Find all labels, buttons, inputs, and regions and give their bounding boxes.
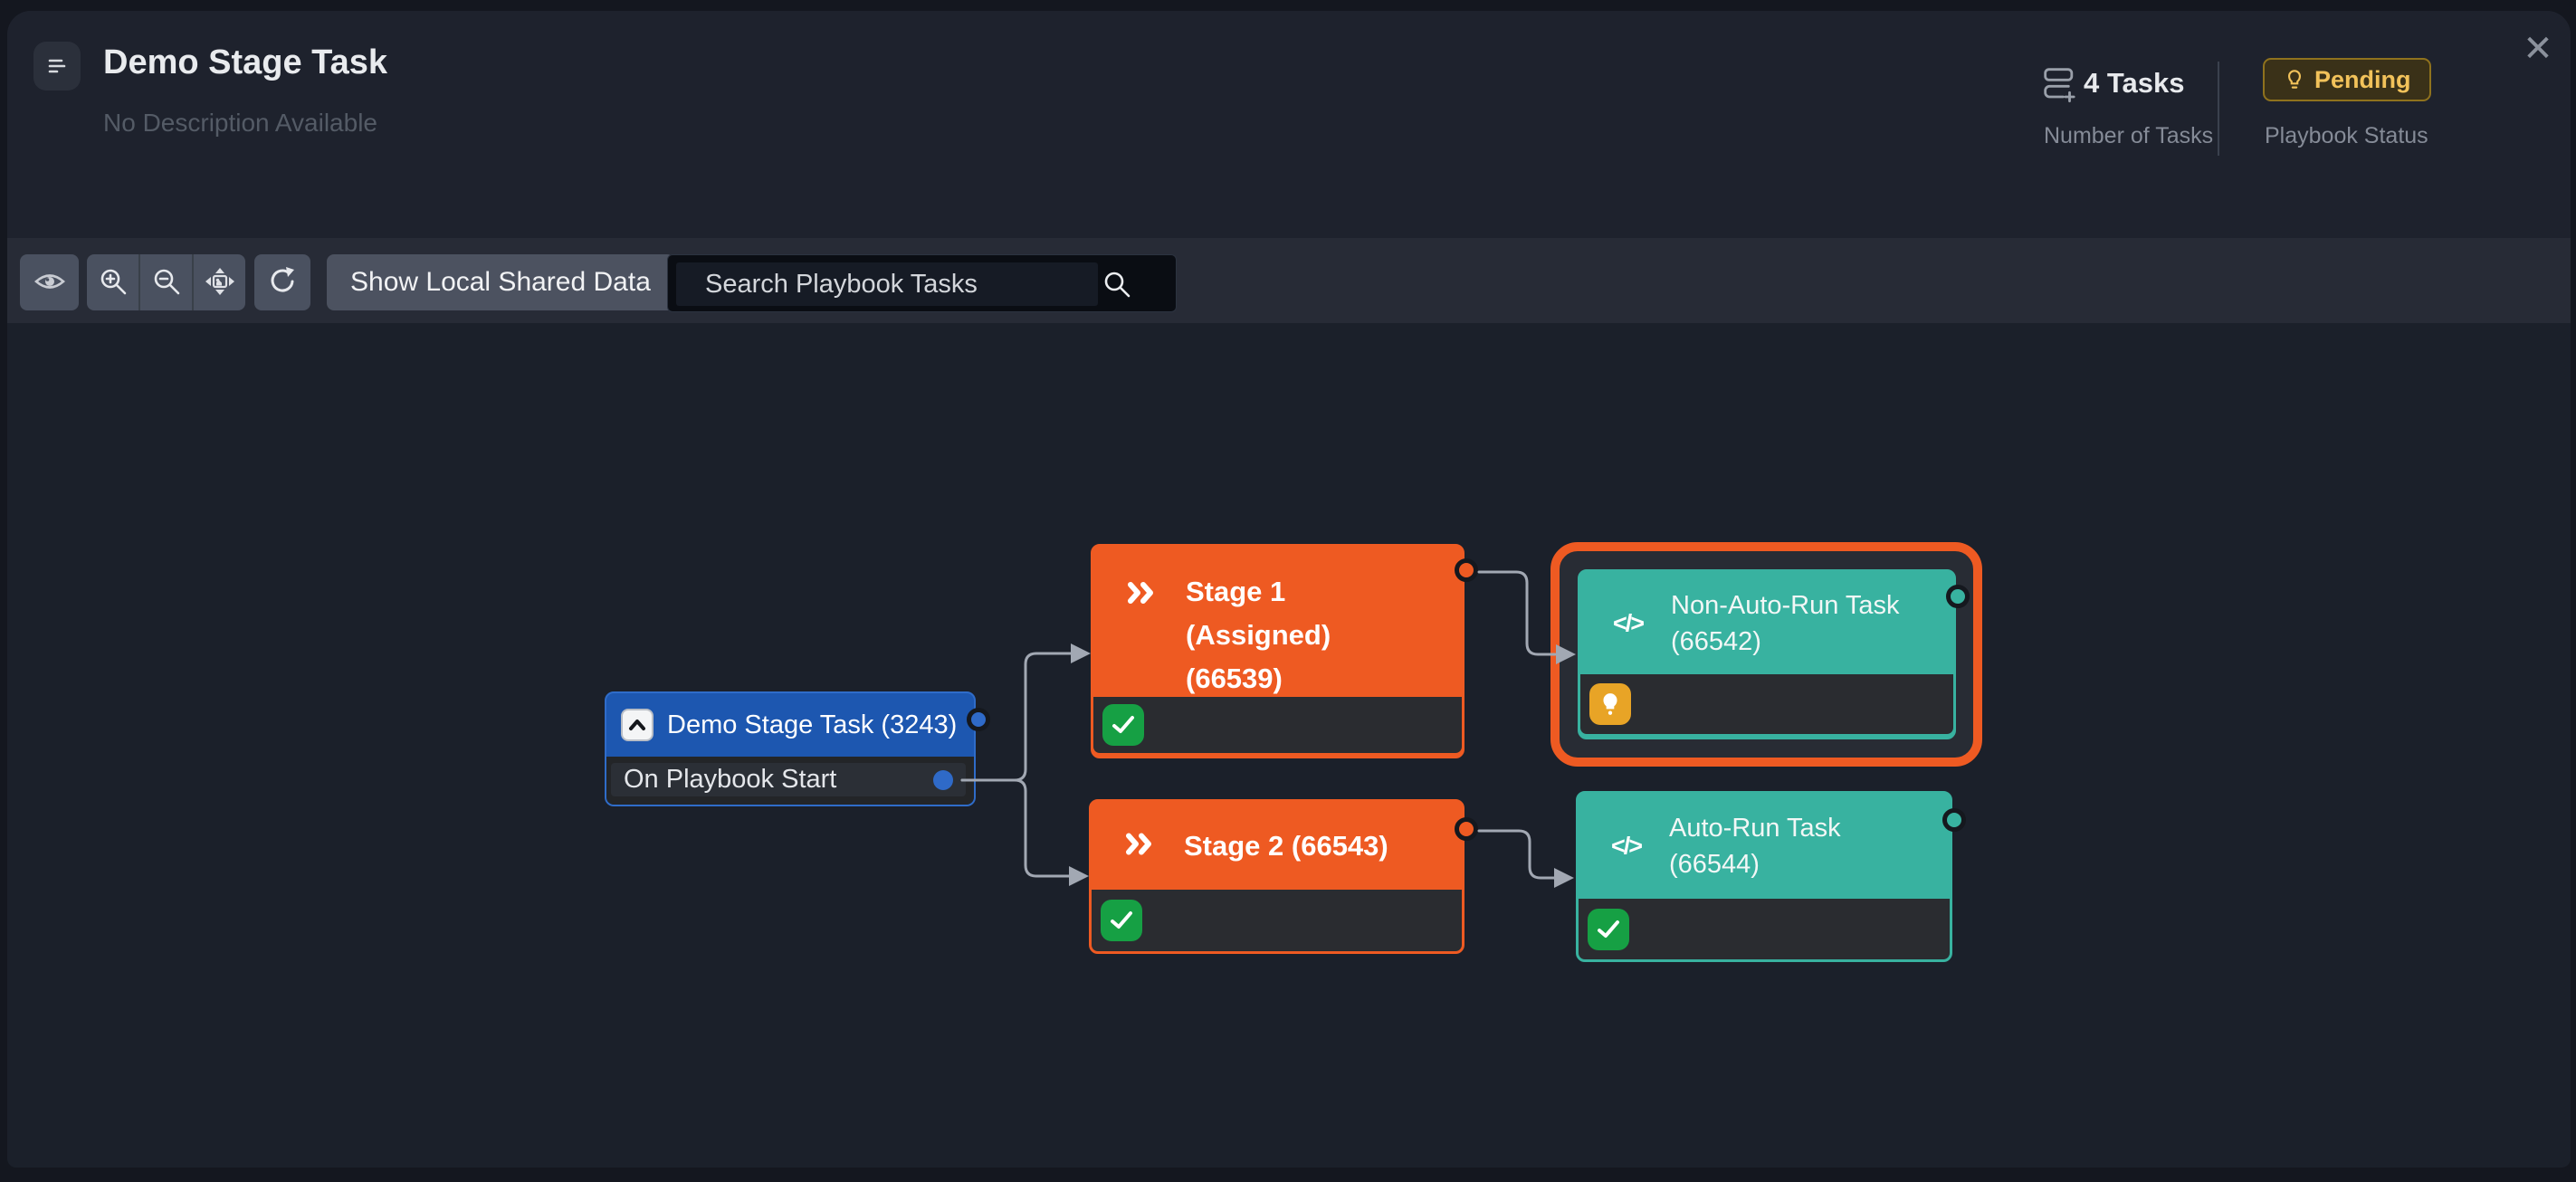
zoom-out-icon	[151, 266, 182, 300]
refresh-icon	[266, 265, 299, 300]
tasks-count: 4 Tasks	[2084, 67, 2185, 99]
start-node-header: Demo Stage Task (3243)	[606, 693, 974, 757]
code-icon: </>	[1613, 609, 1645, 636]
auto-header: </> Auto-Run Task (66544)	[1579, 794, 1950, 899]
node-stage-1[interactable]: Stage 1 (Assigned) (66539)	[1091, 544, 1478, 758]
node-auto-run-task[interactable]: </> Auto-Run Task (66544)	[1576, 791, 1966, 962]
stage2-header: Stage 2 (66543)	[1092, 802, 1462, 890]
page-title: Demo Stage Task	[103, 43, 387, 81]
auto-title: Auto-Run Task (66544)	[1669, 810, 1841, 882]
playbook-viewer-panel: Demo Stage Task No Description Available…	[7, 11, 2571, 1168]
menu-button[interactable]	[33, 42, 81, 91]
search-container	[667, 254, 1177, 312]
chevron-up-icon	[621, 709, 654, 741]
node-start-demo-stage-task[interactable]: Demo Stage Task (3243) On Playbook Start	[605, 691, 990, 806]
stage1-status-bar	[1093, 697, 1462, 753]
header: Demo Stage Task No Description Available…	[7, 11, 2571, 238]
stage1-port[interactable]	[1455, 558, 1478, 582]
tasks-count-label: Number of Tasks	[2044, 123, 2214, 148]
start-node-port[interactable]	[967, 708, 990, 731]
notes-menu-icon	[43, 52, 71, 81]
stage1-header: Stage 1 (Assigned) (66539)	[1093, 547, 1462, 697]
page-subtitle: No Description Available	[103, 109, 377, 137]
nonauto-port[interactable]	[1946, 585, 1970, 608]
start-node-title: Demo Stage Task (3243)	[667, 710, 958, 739]
status-badge-label: Pending	[2314, 65, 2411, 93]
edge-stage2-to-auto	[1477, 829, 1557, 880]
zoom-in-icon	[98, 266, 129, 300]
toolbar: Show Local Shared Data	[7, 238, 2571, 323]
stage1-title-line1: Stage 1	[1186, 576, 1286, 607]
output-port-dot[interactable]	[933, 769, 953, 790]
auto-title-line1: Auto-Run Task	[1669, 814, 1841, 843]
edge-start-to-stage2	[960, 778, 1071, 878]
nonauto-title-line1: Non-Auto-Run Task	[1671, 590, 1900, 620]
lightbulb-outline-icon	[2283, 67, 2306, 92]
success-check-icon	[1588, 908, 1629, 950]
close-icon: ✕	[2523, 29, 2553, 69]
nonauto-header: </> Non-Auto-Run Task (66542)	[1580, 572, 1953, 674]
stage1-title-line2: (Assigned)	[1186, 619, 1331, 651]
stage1-title-line3: (66539)	[1186, 662, 1283, 694]
node-non-auto-run-task[interactable]: </> Non-Auto-Run Task (66542)	[1578, 569, 1970, 739]
zoom-in-button[interactable]	[87, 254, 138, 310]
auto-status-bar	[1579, 899, 1950, 959]
fit-to-screen-icon	[204, 266, 236, 300]
status-label: Playbook Status	[2265, 123, 2428, 148]
double-chevron-right-icon	[1126, 581, 1157, 609]
fit-to-screen-button[interactable]	[192, 254, 245, 310]
show-local-shared-data-button[interactable]: Show Local Shared Data	[327, 254, 674, 310]
show-local-shared-data-label: Show Local Shared Data	[350, 267, 651, 297]
zoom-control-group	[87, 254, 245, 310]
success-check-icon	[1102, 704, 1144, 746]
nonauto-title: Non-Auto-Run Task (66542)	[1671, 587, 1900, 660]
search-input[interactable]	[676, 262, 1098, 306]
arrowhead	[1554, 868, 1574, 888]
code-icon: </>	[1611, 832, 1643, 860]
search-icon	[1102, 269, 1132, 304]
stats-divider	[2218, 62, 2219, 156]
refresh-button[interactable]	[254, 254, 310, 310]
start-node-body: On Playbook Start	[606, 757, 974, 805]
auto-port[interactable]	[1942, 808, 1966, 832]
stage2-port[interactable]	[1455, 817, 1478, 841]
on-playbook-start-row[interactable]: On Playbook Start	[611, 763, 966, 796]
nonauto-status-bar	[1580, 674, 1953, 734]
success-check-icon	[1101, 900, 1142, 941]
double-chevron-right-icon	[1124, 832, 1155, 860]
manual-lightbulb-icon	[1589, 683, 1631, 725]
node-stage-2[interactable]: Stage 2 (66543)	[1089, 799, 1478, 954]
auto-title-line2: (66544)	[1669, 850, 1760, 879]
stage2-title: Stage 2 (66543)	[1184, 829, 1388, 862]
edge-stage1-to-nonauto	[1477, 570, 1557, 656]
zoom-out-button[interactable]	[138, 254, 192, 310]
on-playbook-start-label: On Playbook Start	[624, 765, 837, 794]
status-badge: Pending	[2263, 58, 2431, 101]
nonauto-title-line2: (66542)	[1671, 626, 1761, 656]
toggle-visibility-button[interactable]	[20, 254, 79, 310]
close-button[interactable]: ✕	[2513, 24, 2563, 74]
task-list-add-icon	[2042, 65, 2078, 108]
eye-icon	[33, 268, 67, 298]
stage2-status-bar	[1092, 890, 1462, 951]
playbook-canvas[interactable]: Demo Stage Task (3243) On Playbook Start	[7, 323, 2571, 1168]
arrowhead	[1069, 866, 1089, 886]
arrowhead	[1071, 643, 1091, 663]
stage1-title: Stage 1 (Assigned) (66539)	[1186, 570, 1331, 701]
